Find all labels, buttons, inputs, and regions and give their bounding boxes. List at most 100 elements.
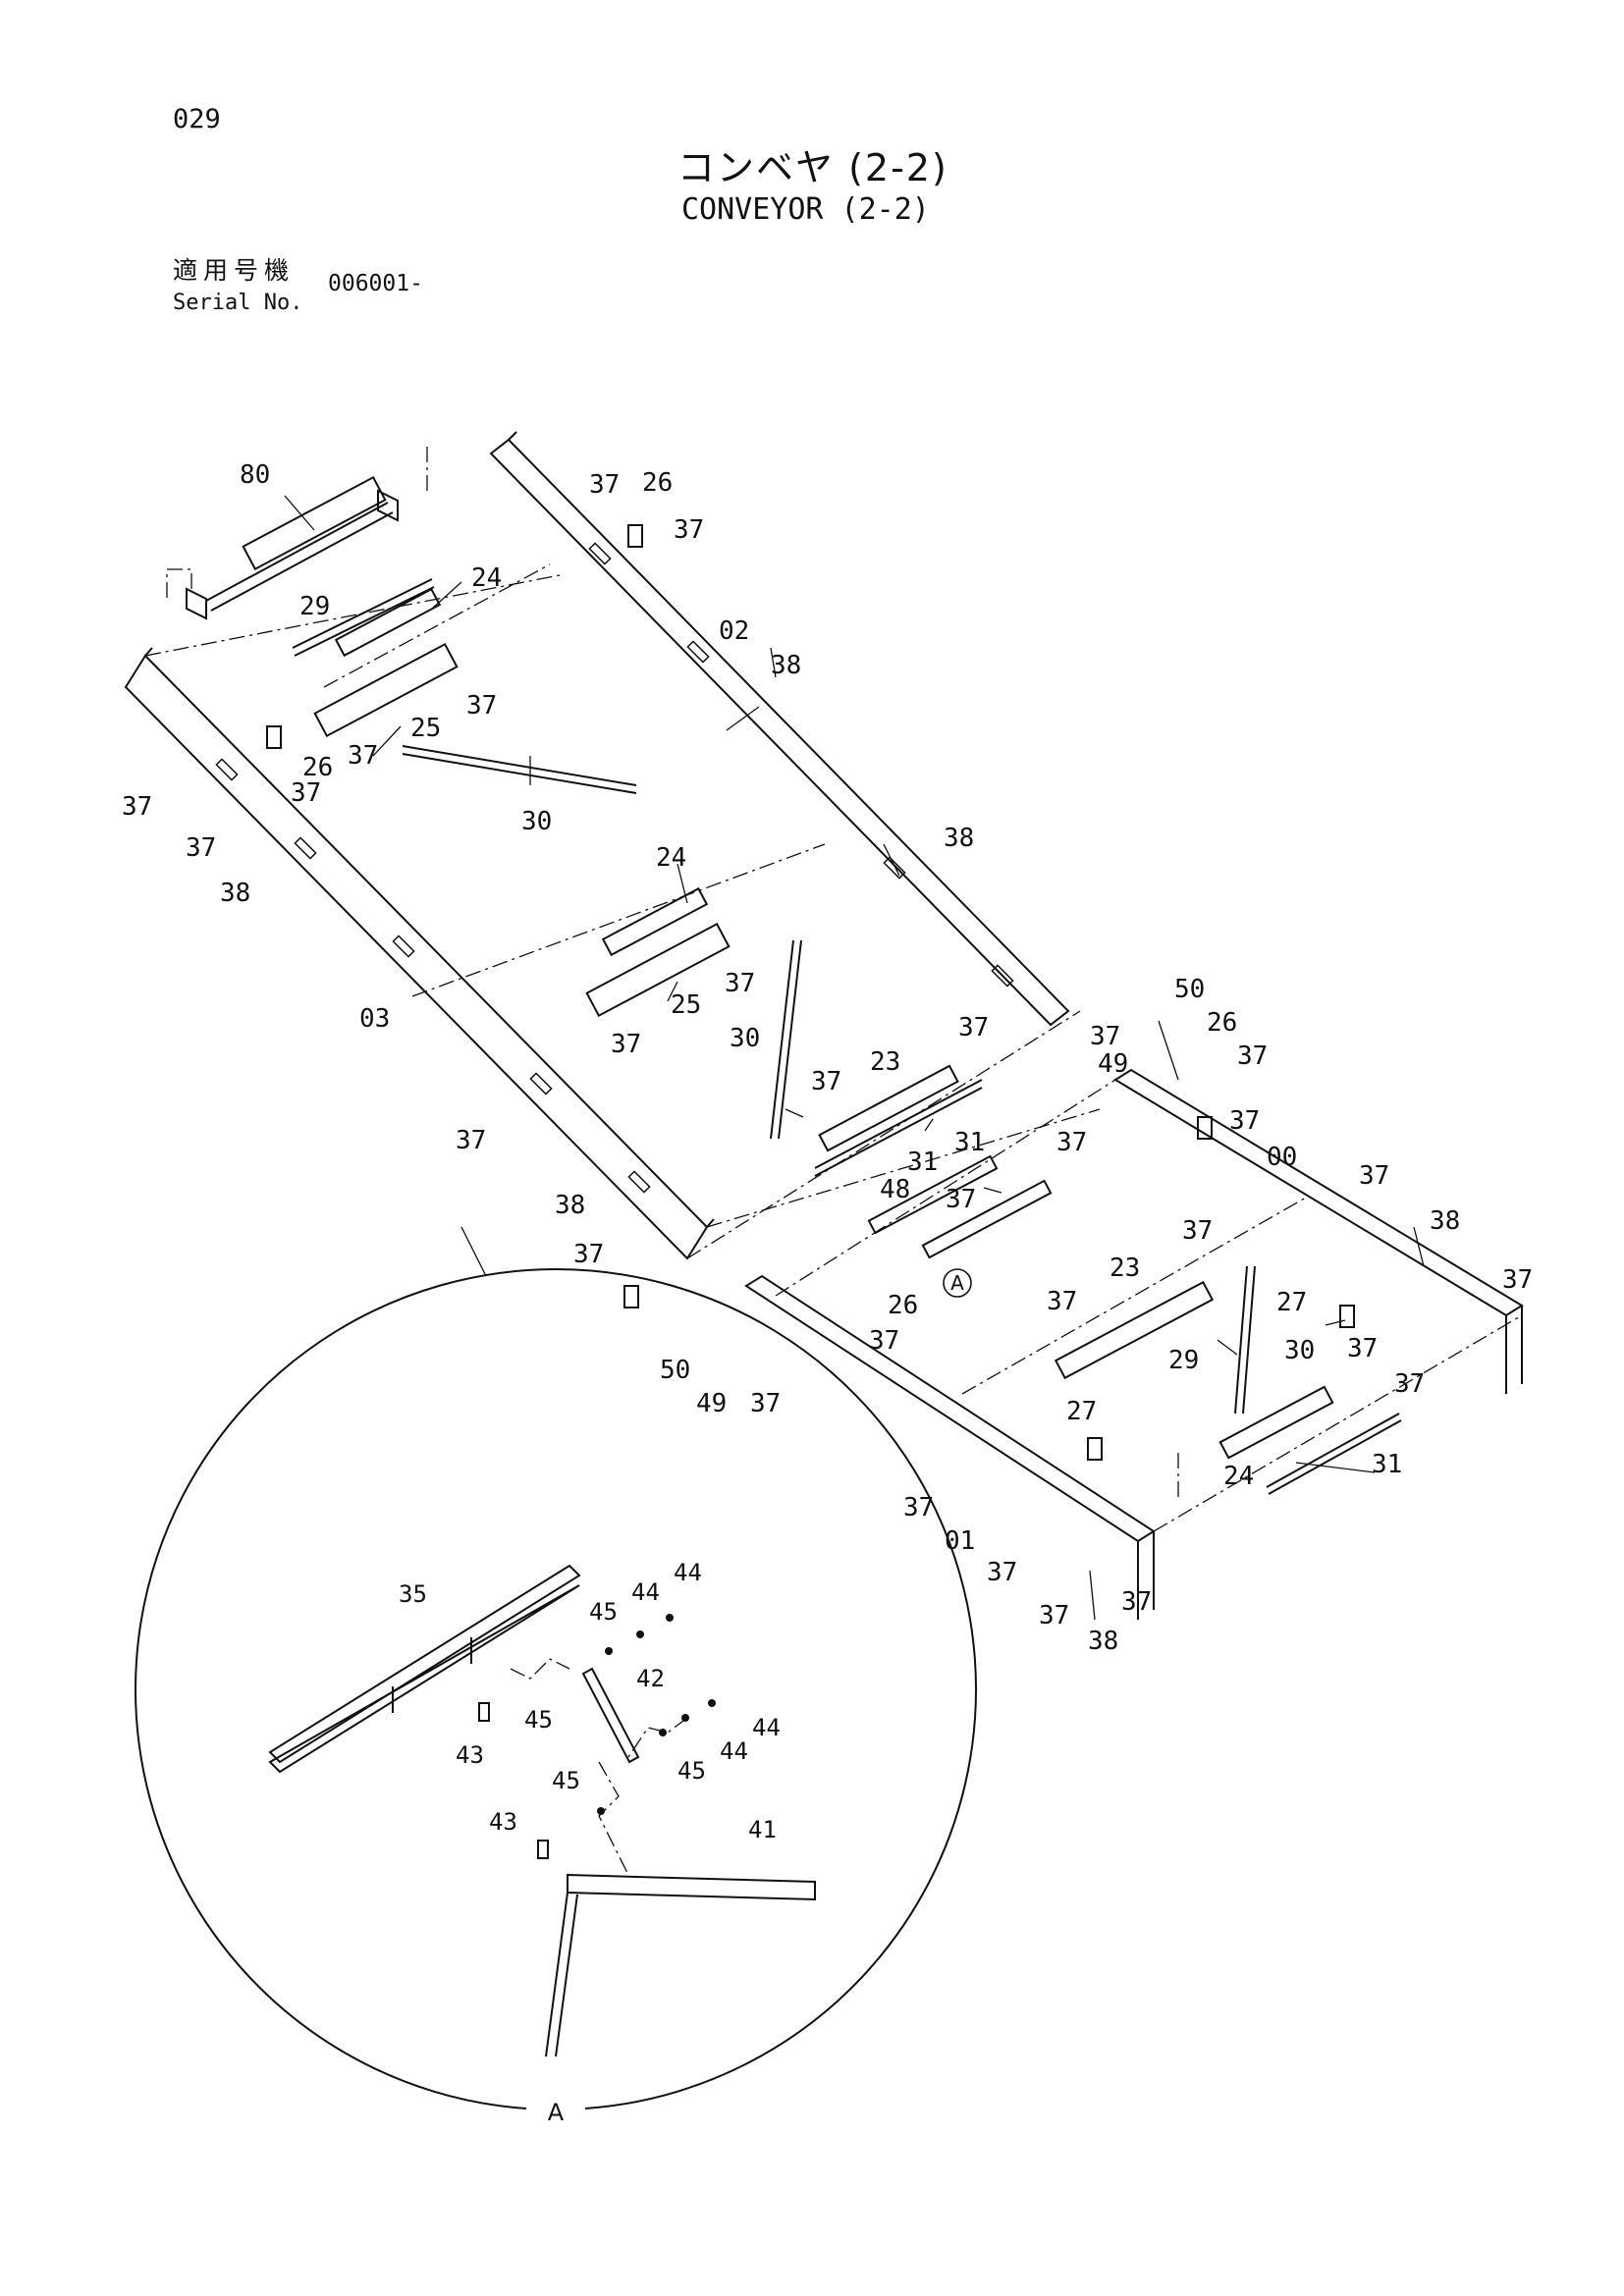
part-label-26: 26 bbox=[1207, 1008, 1237, 1038]
part-label-02: 02 bbox=[719, 616, 749, 646]
part-label-80: 80 bbox=[240, 460, 270, 490]
part-labels: 80 37 26 37 24 29 02 38 37 25 26 37 37 3… bbox=[122, 460, 1533, 1656]
part-label-37: 37 bbox=[1229, 1106, 1260, 1136]
part-label-37: 37 bbox=[811, 1067, 841, 1096]
part-label-38: 38 bbox=[944, 824, 974, 853]
part-label-44: 45 bbox=[552, 1767, 580, 1794]
part-label-37: 37 bbox=[987, 1558, 1017, 1587]
part-label-38: 38 bbox=[771, 651, 801, 680]
part-label-23: 23 bbox=[870, 1047, 900, 1077]
part-label-24: 24 bbox=[656, 843, 686, 873]
part-label-37: 37 bbox=[1502, 1265, 1533, 1295]
part-label-45: 44 bbox=[752, 1714, 781, 1741]
part-label-50: 50 bbox=[660, 1356, 690, 1385]
frame-member-00 bbox=[1113, 1068, 1524, 1317]
part-label-24: 24 bbox=[1223, 1462, 1254, 1491]
title-japanese: コンベヤ (2-2) bbox=[677, 146, 948, 189]
part-label-37: 37 bbox=[1182, 1216, 1213, 1246]
part-label-26: 26 bbox=[302, 753, 333, 782]
part-label-37: 37 bbox=[958, 1013, 989, 1042]
part-label-23: 23 bbox=[1110, 1254, 1140, 1283]
part-label-25: 25 bbox=[410, 714, 441, 743]
part-label-44: 45 bbox=[524, 1706, 553, 1734]
frame-member-03 bbox=[124, 654, 709, 1260]
part-label-37: 37 bbox=[1359, 1161, 1389, 1191]
part-label-37: 37 bbox=[946, 1185, 976, 1214]
part-label-38: 38 bbox=[1430, 1206, 1460, 1236]
part-label-37: 37 bbox=[186, 833, 216, 863]
part-label-30: 30 bbox=[730, 1024, 760, 1053]
part-label-37: 37 bbox=[589, 470, 620, 500]
part-label-37: 37 bbox=[466, 691, 497, 721]
part-label-37: 37 bbox=[1394, 1369, 1425, 1399]
phantom-lines bbox=[144, 447, 1523, 1532]
part-label-03: 03 bbox=[359, 1004, 390, 1034]
leader-lines bbox=[284, 495, 1425, 1621]
part-label-37: 37 bbox=[1347, 1334, 1378, 1363]
part-label-45: 44 bbox=[631, 1578, 660, 1606]
page-number: 029 bbox=[173, 104, 221, 134]
part-label-37: 37 bbox=[1056, 1128, 1087, 1157]
part-label-37: 37 bbox=[573, 1240, 604, 1269]
part-label-37: 37 bbox=[122, 792, 152, 822]
part-label-37: 37 bbox=[1047, 1287, 1077, 1316]
part-label-01: 01 bbox=[945, 1526, 975, 1556]
part-label-37: 37 bbox=[869, 1326, 899, 1356]
detail-circle bbox=[135, 1268, 977, 2109]
part-label-37: 37 bbox=[1237, 1041, 1268, 1071]
serial-number-value: 006001- bbox=[328, 271, 423, 296]
part-label-44: 45 bbox=[677, 1757, 706, 1785]
part-label-37: 37 bbox=[725, 969, 755, 998]
part-label-25: 25 bbox=[671, 990, 701, 1020]
part-label-43: 43 bbox=[489, 1808, 517, 1836]
part-label-49: 49 bbox=[696, 1389, 727, 1418]
title-english: CONVEYOR (2-2) bbox=[681, 192, 930, 227]
part-label-48: 48 bbox=[880, 1175, 910, 1204]
part-label-31: 31 bbox=[1372, 1450, 1402, 1479]
part-label-26: 26 bbox=[888, 1291, 918, 1320]
part-label-50: 50 bbox=[1174, 975, 1205, 1004]
part-label-27: 27 bbox=[1066, 1397, 1097, 1426]
part-label-29: 29 bbox=[299, 592, 330, 621]
part-label-45: 44 bbox=[674, 1559, 702, 1586]
part-label-37: 37 bbox=[1090, 1022, 1120, 1051]
part-label-37: 37 bbox=[348, 741, 378, 771]
part-label-44: 45 bbox=[589, 1598, 618, 1626]
detail-view-a: A bbox=[135, 1268, 977, 2126]
part-label-24: 24 bbox=[471, 563, 502, 593]
part-label-45: 44 bbox=[720, 1737, 748, 1765]
part-label-38: 38 bbox=[220, 879, 250, 908]
part-label-42: 42 bbox=[636, 1665, 665, 1692]
part-label-29: 29 bbox=[1168, 1346, 1199, 1375]
part-label-37: 37 bbox=[674, 515, 704, 545]
part-label-30: 30 bbox=[1284, 1336, 1315, 1365]
part-label-41: 41 bbox=[748, 1816, 777, 1843]
part-label-37: 37 bbox=[903, 1493, 934, 1522]
part-label-43: 43 bbox=[456, 1741, 484, 1769]
part-label-37: 37 bbox=[750, 1389, 781, 1418]
part-label-35: 35 bbox=[399, 1580, 427, 1608]
callout-a-text: A bbox=[950, 1271, 964, 1295]
upper-frame-assembly bbox=[124, 431, 1524, 1620]
part-label-38: 38 bbox=[1088, 1627, 1118, 1656]
frame-member-02 bbox=[489, 438, 1070, 1027]
part-label-26: 26 bbox=[642, 468, 673, 498]
part-label-27: 27 bbox=[1276, 1288, 1307, 1317]
part-label-38: 38 bbox=[555, 1191, 585, 1220]
part-label-49: 49 bbox=[1098, 1049, 1128, 1079]
detail-view-label: A bbox=[548, 2099, 565, 2126]
part-label-37: 37 bbox=[1039, 1601, 1069, 1630]
part-label-00: 00 bbox=[1267, 1143, 1297, 1172]
serial-label-japanese: 適用号機 bbox=[173, 256, 296, 285]
detail-part-labels: 35 44 44 45 42 45 44 44 45 43 45 43 41 bbox=[399, 1559, 781, 1843]
part-label-31: 31 bbox=[954, 1128, 985, 1157]
part-label-37: 37 bbox=[1121, 1587, 1152, 1617]
part-label-30: 30 bbox=[521, 807, 552, 836]
callout-a-marker: A bbox=[943, 1268, 972, 1298]
part-label-31: 31 bbox=[907, 1148, 938, 1177]
serial-label-english: Serial No. bbox=[173, 291, 303, 315]
part-label-37: 37 bbox=[456, 1126, 486, 1155]
part-label-37: 37 bbox=[291, 778, 321, 808]
part-label-37: 37 bbox=[611, 1030, 641, 1059]
